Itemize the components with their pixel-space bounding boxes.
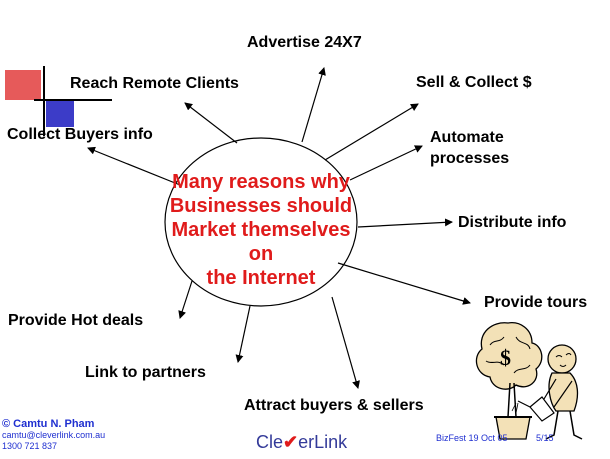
arrow-collect — [87, 146, 181, 186]
decorative-blue-square — [46, 101, 74, 127]
center-line-2: Businesses should — [169, 195, 353, 217]
reason-reach: Reach Remote Clients — [70, 75, 239, 92]
center-line-4: the Internet — [206, 267, 316, 289]
reason-hot-deals: Provide Hot deals — [8, 312, 144, 329]
decorative-red-square — [5, 70, 41, 100]
decorative-horizontal-line — [34, 99, 112, 101]
footer-contact: © Camtu N. Pham camtu@cleverlink.com.au … — [2, 419, 162, 452]
reason-tours: Provide tours — [484, 294, 588, 311]
decorative-vertical-line — [43, 66, 45, 136]
cleverlink-logo: Cle✔erLink — [256, 432, 347, 453]
arrow-distribute — [357, 218, 453, 228]
svg-text:$: $ — [500, 345, 511, 370]
reason-automate-2: processes — [430, 150, 510, 167]
footer-copyright: © Camtu N. Pham — [2, 418, 95, 430]
reason-advertise: Advertise 24X7 — [247, 34, 362, 51]
reason-distribute: Distribute info — [458, 214, 567, 231]
logo-text-part-2: erLink — [298, 432, 348, 452]
footer-email: camtu@cleverlink.com.au — [2, 430, 106, 440]
reason-sell: Sell & Collect $ — [416, 74, 532, 91]
footer-event: BizFest 19 Oct 05 — [436, 433, 508, 443]
logo-text-part-1: Cle — [256, 432, 284, 452]
arrow-reach — [184, 102, 238, 144]
arrow-automate — [349, 145, 423, 181]
footer-page-number: 5/15 — [536, 433, 554, 443]
businessman-watering-money-tree-illustration: $ — [475, 322, 583, 440]
arrow-tours — [337, 262, 471, 305]
footer-phone: 1300 721 837 — [2, 441, 58, 451]
reason-collect: Collect Buyers info — [7, 126, 153, 143]
arrow-sell — [324, 103, 419, 161]
center-line-1: Many reasons why — [172, 171, 350, 193]
center-line-3: Market themselves on — [171, 219, 351, 265]
reason-partners: Link to partners — [85, 364, 206, 381]
reason-automate-1: Automate — [430, 129, 504, 146]
reason-attract: Attract buyers & sellers — [244, 397, 424, 414]
arrow-advertise — [301, 67, 326, 143]
arrow-attract — [331, 296, 360, 389]
center-statement: Many reasons why Businesses should Marke… — [165, 170, 357, 290]
arrow-hot-deals — [178, 280, 193, 319]
center-ellipse — [164, 137, 358, 307]
logo-check-icon: ✔ — [283, 432, 299, 452]
arrow-partners — [235, 305, 251, 363]
